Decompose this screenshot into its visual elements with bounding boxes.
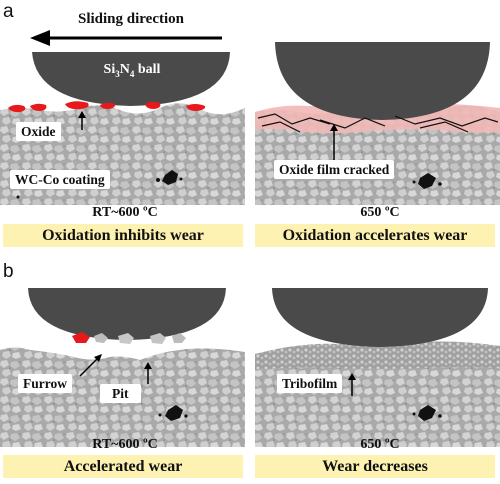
wear-debris [72,332,186,344]
panel-b-letter: b [3,261,14,282]
sliding-direction-arrow [30,30,222,46]
pit-arrow-head [144,362,152,369]
furrow-label: Furrow [18,374,72,393]
tribofilm-label: Tribofilm [277,374,343,393]
pit-label: Pit [100,384,141,403]
oxide-arrow-head [78,111,86,118]
panel-a-letter: a [3,1,14,22]
ball-label: Si3N4 ball [103,62,161,79]
wc-clusters [158,405,188,421]
panel-a-right-scene [255,42,500,205]
oxide-label: Oxide [16,122,61,141]
tribofilm-layer [255,341,500,370]
panel-a-left-caption: Oxidation inhibits wear [3,224,243,247]
wc-co-coating-label: WC-Co coating [10,170,110,189]
panel-b-left-caption: Accelerated wear [3,455,243,478]
sliding-direction-label: Sliding direction [78,11,184,27]
panel-b-right-scene [255,288,500,447]
panel-a-right-caption: Oxidation accelerates wear [255,224,495,247]
panel-a-right-temperature: 650 ºC [360,205,400,220]
coating-block [255,349,500,447]
oxide-film-cracked-label: Oxide film cracked [274,160,395,179]
panel-b-right-temperature: 650 ºC [360,437,400,452]
panel-a-left-temperature: RT~600 ºC [92,205,158,220]
crack-lines [257,113,499,133]
oxide-islands [8,101,206,113]
tribofilm-arrow-head [348,373,356,380]
panel-b-left-scene [0,288,245,447]
furrow-arrow-head [94,354,102,362]
coating-block [0,103,245,205]
cracked-arrow-head [330,124,338,131]
wc-clusters [16,170,183,199]
wc-clusters [412,173,442,189]
panel-b-right-caption: Wear decreases [255,455,495,478]
ball-icon [275,42,490,120]
wc-clusters [412,405,442,421]
ball-icon [272,288,488,347]
ball-icon [28,288,226,340]
panel-b-left-temperature: RT~600 ºC [92,437,158,452]
ball-icon [32,52,230,106]
